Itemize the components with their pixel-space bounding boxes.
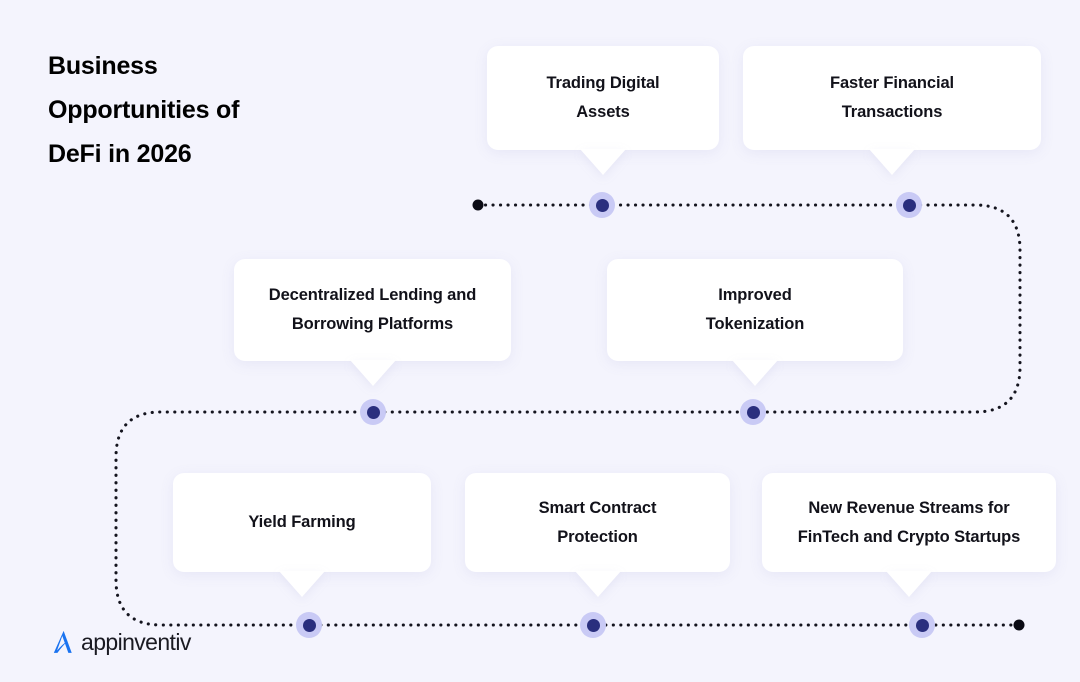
card-smart-contract-protection[interactable]: Smart Contract Protection [465, 473, 730, 572]
appinventiv-mark-icon [53, 630, 72, 653]
path-start-dot [472, 199, 484, 211]
node-decentralized-lending[interactable] [360, 399, 386, 425]
node-core-dot [902, 198, 916, 212]
brand-logo[interactable]: appinventiv [48, 626, 191, 658]
card-yield-farming[interactable]: Yield Farming [173, 473, 431, 572]
card-label: New Revenue Streams for FinTech and Cryp… [797, 498, 1021, 546]
node-faster-financial-transactions[interactable] [896, 192, 922, 218]
node-trading-digital-assets[interactable] [589, 192, 615, 218]
card-label: Smart Contract Protection [538, 498, 657, 546]
card-trading-digital-assets[interactable]: Trading Digital Assets [487, 46, 719, 150]
node-core-dot [595, 198, 609, 212]
card-label: Trading Digital Assets [546, 74, 660, 121]
card-faster-financial-transactions[interactable]: Faster Financial Transactions [743, 46, 1041, 150]
page-title: Business Opportunities of DeFi in 2026 [48, 52, 240, 168]
node-smart-contract-protection[interactable] [580, 612, 606, 638]
node-new-revenue-streams[interactable] [909, 612, 935, 638]
node-core-dot [586, 618, 600, 632]
node-core-dot [366, 405, 380, 419]
node-yield-farming[interactable] [296, 612, 322, 638]
logo-wordmark: appinventiv [81, 628, 191, 655]
card-new-revenue-streams[interactable]: New Revenue Streams for FinTech and Cryp… [762, 473, 1056, 572]
card-decentralized-lending[interactable]: Decentralized Lending and Borrowing Plat… [234, 259, 511, 361]
card-label: Faster Financial Transactions [829, 74, 955, 121]
card-label: Improved Tokenization [705, 286, 805, 333]
node-core-dot [915, 618, 929, 632]
card-improved-tokenization[interactable]: Improved Tokenization [607, 259, 903, 361]
card-label: Yield Farming [248, 513, 356, 531]
node-improved-tokenization[interactable] [740, 399, 766, 425]
card-label: Decentralized Lending and Borrowing Plat… [268, 286, 477, 333]
node-core-dot [746, 405, 760, 419]
node-core-dot [302, 618, 316, 632]
path-end-dot [1013, 619, 1025, 631]
